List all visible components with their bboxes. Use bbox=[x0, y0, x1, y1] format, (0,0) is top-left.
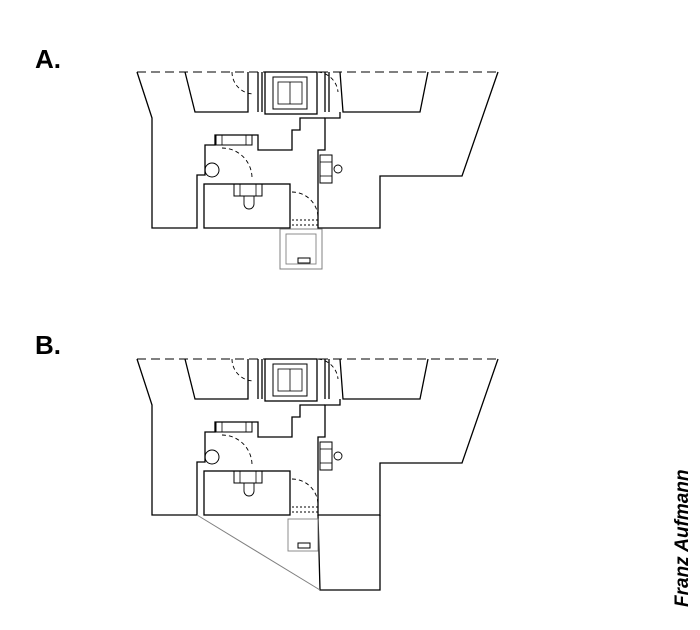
author-credit: Franz Aufmann bbox=[672, 469, 693, 607]
plan-b-label: B. bbox=[35, 330, 61, 360]
plan-b bbox=[136, 358, 499, 591]
plan-a bbox=[136, 71, 499, 270]
plan-a-label: A. bbox=[35, 44, 61, 74]
